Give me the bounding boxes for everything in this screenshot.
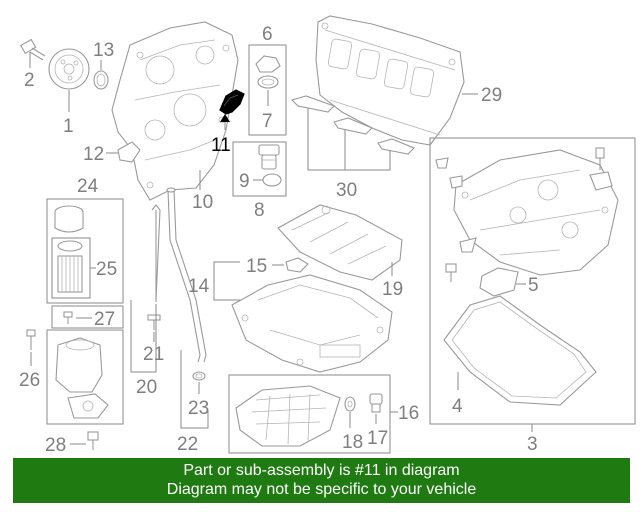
box-part-6	[248, 44, 287, 136]
bolt-part-28	[87, 431, 99, 450]
callout-25[interactable]: 25	[96, 259, 117, 280]
callout-20[interactable]: 20	[136, 377, 157, 398]
dipstick-tube-part-22	[166, 187, 207, 363]
box-filter-housing	[46, 329, 124, 425]
box-part-24	[46, 198, 124, 304]
callout-1[interactable]: 1	[63, 116, 74, 137]
callout-26[interactable]: 26	[19, 370, 40, 391]
arrow-11-icon	[220, 114, 230, 122]
baffle-part-19	[277, 204, 403, 281]
info-banner: Part or sub-assembly is #11 in diagram D…	[13, 458, 630, 503]
leader-14	[213, 261, 240, 301]
callout-30[interactable]: 30	[336, 180, 357, 201]
drain-plug-part-17	[369, 393, 383, 413]
callout-19[interactable]: 19	[382, 279, 403, 300]
callout-13[interactable]: 13	[93, 40, 114, 61]
box-part-27	[51, 305, 124, 329]
callout-23[interactable]: 23	[188, 398, 209, 419]
callout-4[interactable]: 4	[452, 396, 463, 417]
timing-cover-part-10	[111, 21, 239, 201]
callout-17[interactable]: 17	[367, 428, 388, 449]
callout-7[interactable]: 7	[262, 111, 273, 132]
bolt-part-26	[26, 329, 36, 350]
cover-part-11-highlighted[interactable]	[219, 89, 245, 115]
sensor-part-8	[258, 144, 280, 170]
callout-5[interactable]: 5	[528, 275, 539, 296]
oil-pan-upper-part-14	[231, 274, 393, 373]
callout-14[interactable]: 14	[188, 276, 210, 297]
cap-part-6-7	[255, 55, 281, 89]
leader-30	[307, 108, 391, 171]
callout-12[interactable]: 12	[83, 144, 104, 165]
callout-27[interactable]: 27	[94, 309, 115, 330]
bolt-part-27	[63, 311, 73, 324]
banner-line-1: Part or sub-assembly is #11 in diagram	[183, 462, 460, 479]
callout-16[interactable]: 16	[398, 403, 419, 424]
box-part-16	[228, 374, 391, 454]
callout-3[interactable]: 3	[527, 434, 538, 455]
valve-cover-gasket-part-4	[443, 295, 597, 406]
callout-15[interactable]: 15	[246, 256, 267, 277]
callout-18[interactable]: 18	[342, 432, 363, 453]
callout-8[interactable]: 8	[254, 200, 265, 221]
o-ring-part-9	[262, 173, 282, 187]
callout-24[interactable]: 24	[77, 176, 99, 197]
intake-manifold-part-29	[315, 15, 465, 146]
gasket-part-12	[117, 141, 141, 163]
banner-line-2: Diagram may not be specific to your vehi…	[166, 481, 477, 498]
bolt-part-2	[20, 38, 46, 61]
callout-9[interactable]: 9	[239, 171, 250, 192]
leader-20	[130, 300, 157, 373]
leader-22	[180, 350, 209, 429]
callout-28[interactable]: 28	[45, 435, 66, 456]
callout-2[interactable]: 2	[24, 70, 35, 91]
filter-housing-part-26	[55, 337, 109, 419]
seal-part-23	[192, 371, 206, 381]
callout-11[interactable]: 11	[211, 135, 231, 156]
seal-part-13	[93, 70, 109, 90]
oil-pan-lower-part-16	[235, 385, 341, 447]
washer-part-18	[344, 396, 356, 412]
callout-22[interactable]: 22	[177, 434, 198, 455]
gasket-part-5	[479, 267, 519, 297]
callout-10[interactable]: 10	[192, 192, 213, 213]
engine-parts-diagram: 2 1 13 10 12 11	[19, 15, 636, 456]
gasket-part-15	[285, 257, 309, 273]
filter-element-part-25	[57, 240, 83, 293]
dipstick-part-20	[151, 204, 161, 302]
pulley-part-1	[48, 48, 90, 90]
box-part-8	[232, 141, 287, 197]
callout-21[interactable]: 21	[143, 344, 164, 365]
sensor-parts-valve-cover	[435, 147, 613, 282]
gaskets-part-30	[290, 95, 415, 155]
callout-6[interactable]: 6	[262, 24, 273, 45]
filter-cap-part-24	[54, 205, 84, 233]
clip-part-21	[147, 314, 161, 330]
callout-29[interactable]: 29	[481, 85, 502, 106]
valve-cover-part-3	[453, 149, 619, 276]
